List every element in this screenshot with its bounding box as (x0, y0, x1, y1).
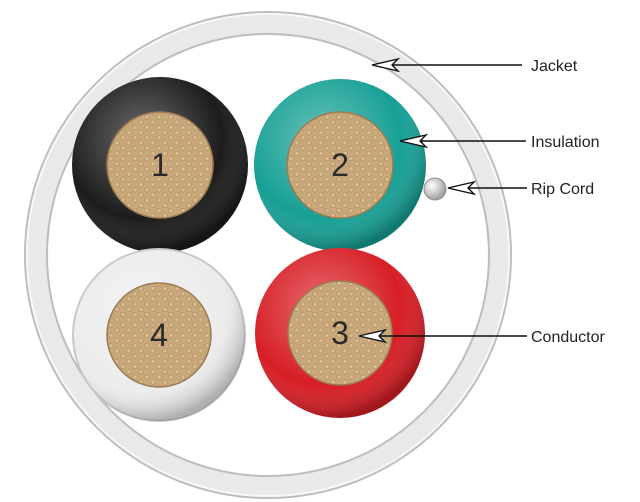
conductor-label: Conductor (531, 329, 605, 346)
insulation-leader (399, 133, 526, 149)
conductor-4: 4 (72, 248, 246, 422)
rip-cord (423, 177, 447, 201)
insulation-label: Insulation (531, 134, 600, 151)
conductor-1: 1 (72, 77, 248, 253)
callout-leaders (358, 57, 527, 344)
jacket (24, 11, 512, 499)
conductor-leader (358, 328, 527, 344)
conductor-3-number: 3 (331, 315, 349, 351)
conductor-4-number: 4 (150, 317, 168, 353)
jacket-leader (371, 57, 522, 73)
rip-cord-leader (447, 180, 527, 196)
jacket-label: Jacket (531, 58, 578, 75)
rip-cord-label: Rip Cord (531, 181, 594, 198)
conductor-3: 3 (255, 248, 425, 418)
conductor-2: 2 (254, 79, 426, 251)
conductor-2-number: 2 (331, 147, 349, 183)
conductor-1-number: 1 (151, 147, 169, 183)
